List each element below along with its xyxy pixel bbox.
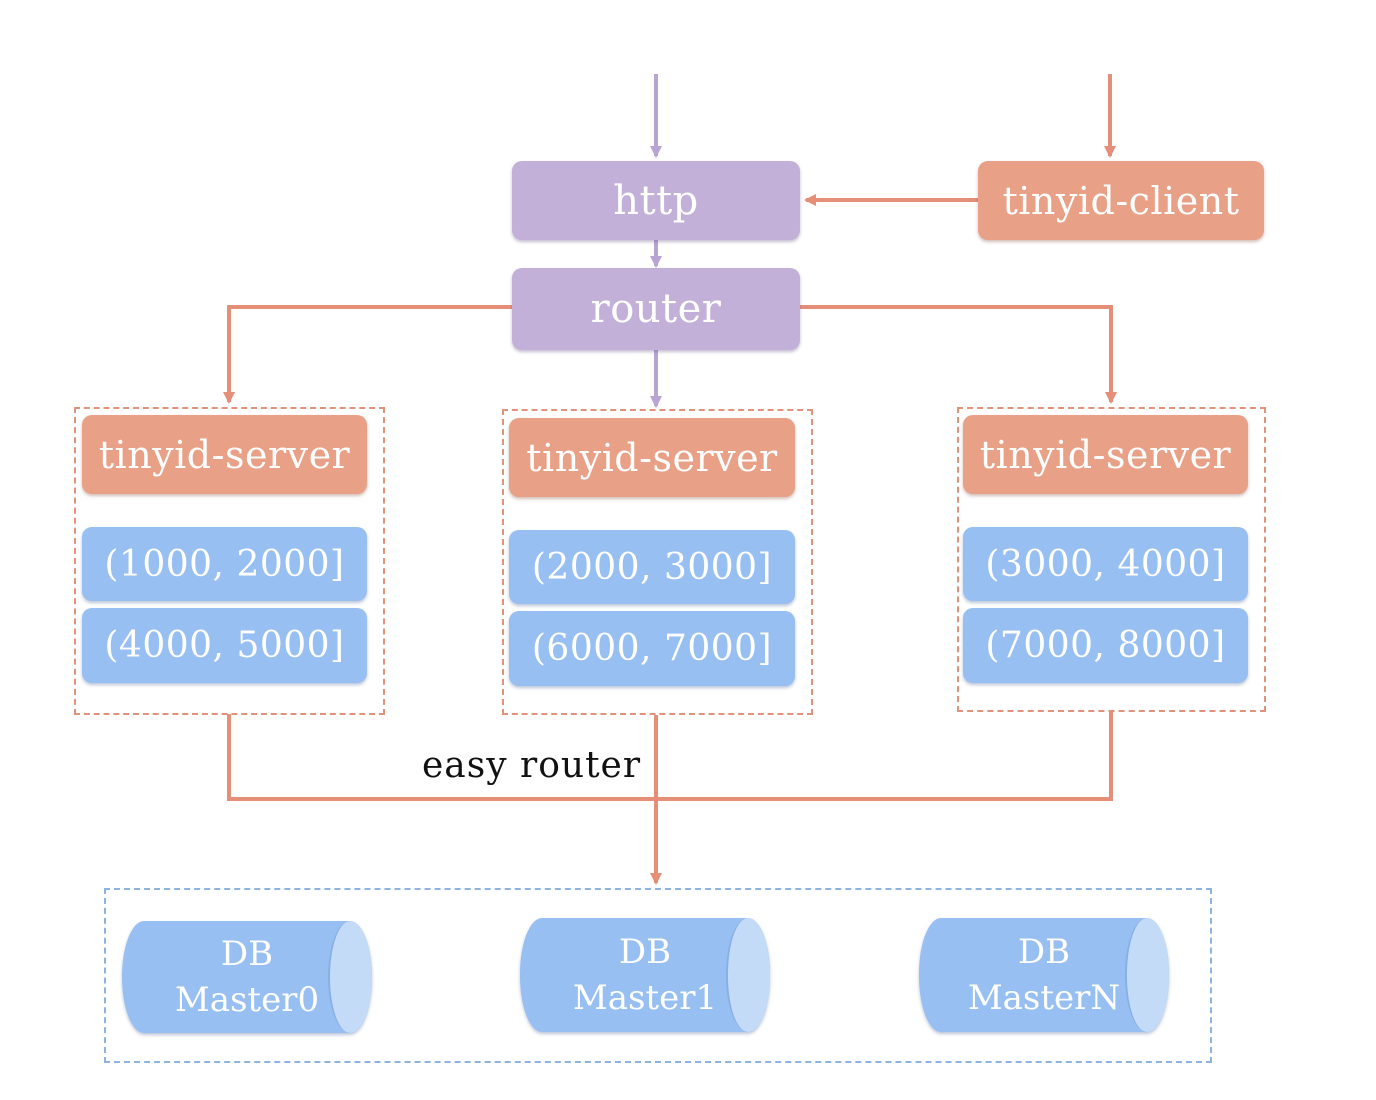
server-3-range-1: (3000, 4000] xyxy=(963,527,1248,601)
range-label: (6000, 7000] xyxy=(531,628,773,669)
router-box: router xyxy=(512,268,800,350)
server-3-box: tinyid-server xyxy=(963,415,1248,494)
range-label: (7000, 8000] xyxy=(985,625,1226,666)
tinyid-client-label: tinyid-client xyxy=(1002,178,1240,223)
db-line2: MasterN xyxy=(967,978,1121,1018)
range-label: (4000, 5000] xyxy=(104,625,345,666)
db-masterN-cylinder: DB MasterN xyxy=(919,918,1169,1032)
range-label: (1000, 2000] xyxy=(104,543,345,585)
range-label: (3000, 4000] xyxy=(985,543,1226,585)
db-line2: Master1 xyxy=(572,978,718,1018)
cylinder-cap xyxy=(1125,918,1169,1032)
router-label: router xyxy=(590,286,722,332)
db-line1: DB xyxy=(1017,932,1071,972)
http-label: http xyxy=(613,177,699,224)
db-line1: DB xyxy=(220,934,274,974)
server-2-range-2: (6000, 7000] xyxy=(509,611,795,686)
db-line1: DB xyxy=(618,932,672,972)
server-group-3 xyxy=(957,407,1266,712)
server-1-range-1: (1000, 2000] xyxy=(82,527,367,601)
http-box: http xyxy=(512,161,800,240)
tinyid-client-box: tinyid-client xyxy=(978,161,1264,240)
easy-router-bus xyxy=(227,712,1113,801)
cylinder-cap xyxy=(328,921,372,1033)
arrow-router-to-server-3 xyxy=(800,305,1117,404)
range-label: (2000, 3000] xyxy=(531,546,773,588)
db-line2: Master0 xyxy=(174,980,320,1020)
db-master1-cylinder: DB Master1 xyxy=(520,918,770,1032)
server-group-1 xyxy=(74,407,385,715)
server-group-2 xyxy=(502,409,813,715)
db-master0-cylinder: DB Master0 xyxy=(122,921,372,1033)
arrow-router-to-server-1 xyxy=(223,305,512,404)
db-group xyxy=(104,888,1212,1063)
server-1-range-2: (4000, 5000] xyxy=(82,608,367,683)
server-3-range-2: (7000, 8000] xyxy=(963,608,1248,683)
easy-router-label: easy router xyxy=(422,745,642,786)
server-2-label: tinyid-server xyxy=(526,435,778,480)
server-2-box: tinyid-server xyxy=(509,418,795,497)
server-1-label: tinyid-server xyxy=(98,432,351,477)
server-3-label: tinyid-server xyxy=(979,432,1232,477)
server-1-box: tinyid-server xyxy=(82,415,367,494)
cylinder-cap xyxy=(726,918,770,1032)
server-2-range-1: (2000, 3000] xyxy=(509,530,795,604)
